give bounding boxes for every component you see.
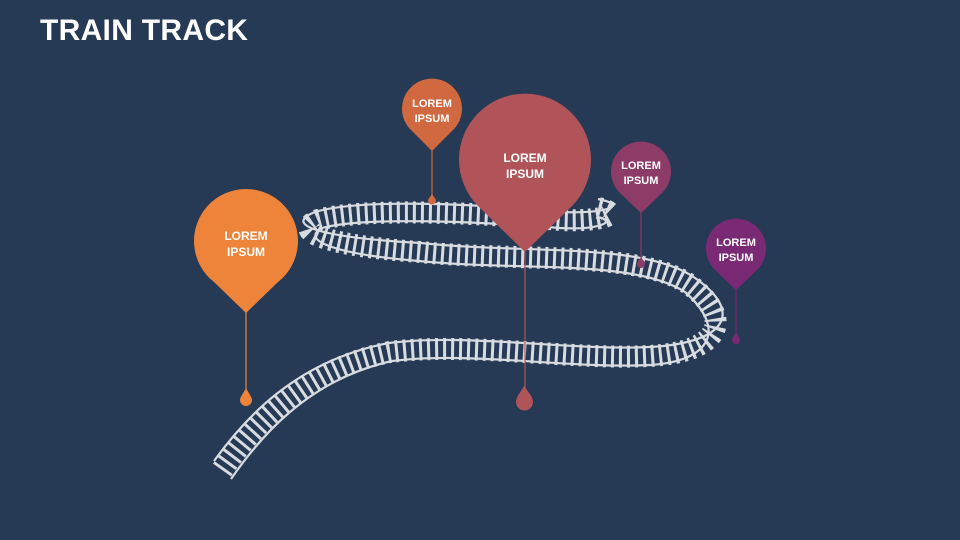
pin-marker-plum <box>611 141 671 268</box>
pin-label-plum: LOREM IPSUM <box>621 159 661 189</box>
pin-label-line2: IPSUM <box>623 175 659 187</box>
slide-title: TRAIN TRACK <box>40 14 249 47</box>
pin-label-line1: LOREM <box>503 150 547 165</box>
railway-track <box>212 197 727 480</box>
pin-marker-rose <box>459 93 592 411</box>
pin-label-line2: IPSUM <box>718 252 754 264</box>
pin-label-line1: LOREM <box>224 228 268 243</box>
track-rail-outer <box>213 197 724 462</box>
pin-label-burnt: LOREM IPSUM <box>412 97 452 127</box>
pin-label-purple: LOREM IPSUM <box>716 236 756 266</box>
pin-marker-purple <box>706 218 766 344</box>
pin-marker-orange <box>194 189 298 406</box>
pin-label-line1: LOREM <box>621 160 661 173</box>
pin-label-line1: LOREM <box>716 237 756 250</box>
pin-label-line1: LOREM <box>412 98 452 111</box>
track-rail-inner <box>230 215 710 480</box>
pin-label-line2: IPSUM <box>414 113 450 125</box>
pin-label-orange: LOREM IPSUM <box>224 228 267 260</box>
pin-label-line2: IPSUM <box>226 245 265 259</box>
pin-marker-burnt <box>402 78 463 205</box>
pin-label-rose: LOREM IPSUM <box>503 150 546 182</box>
pin-label-line2: IPSUM <box>505 167 544 181</box>
